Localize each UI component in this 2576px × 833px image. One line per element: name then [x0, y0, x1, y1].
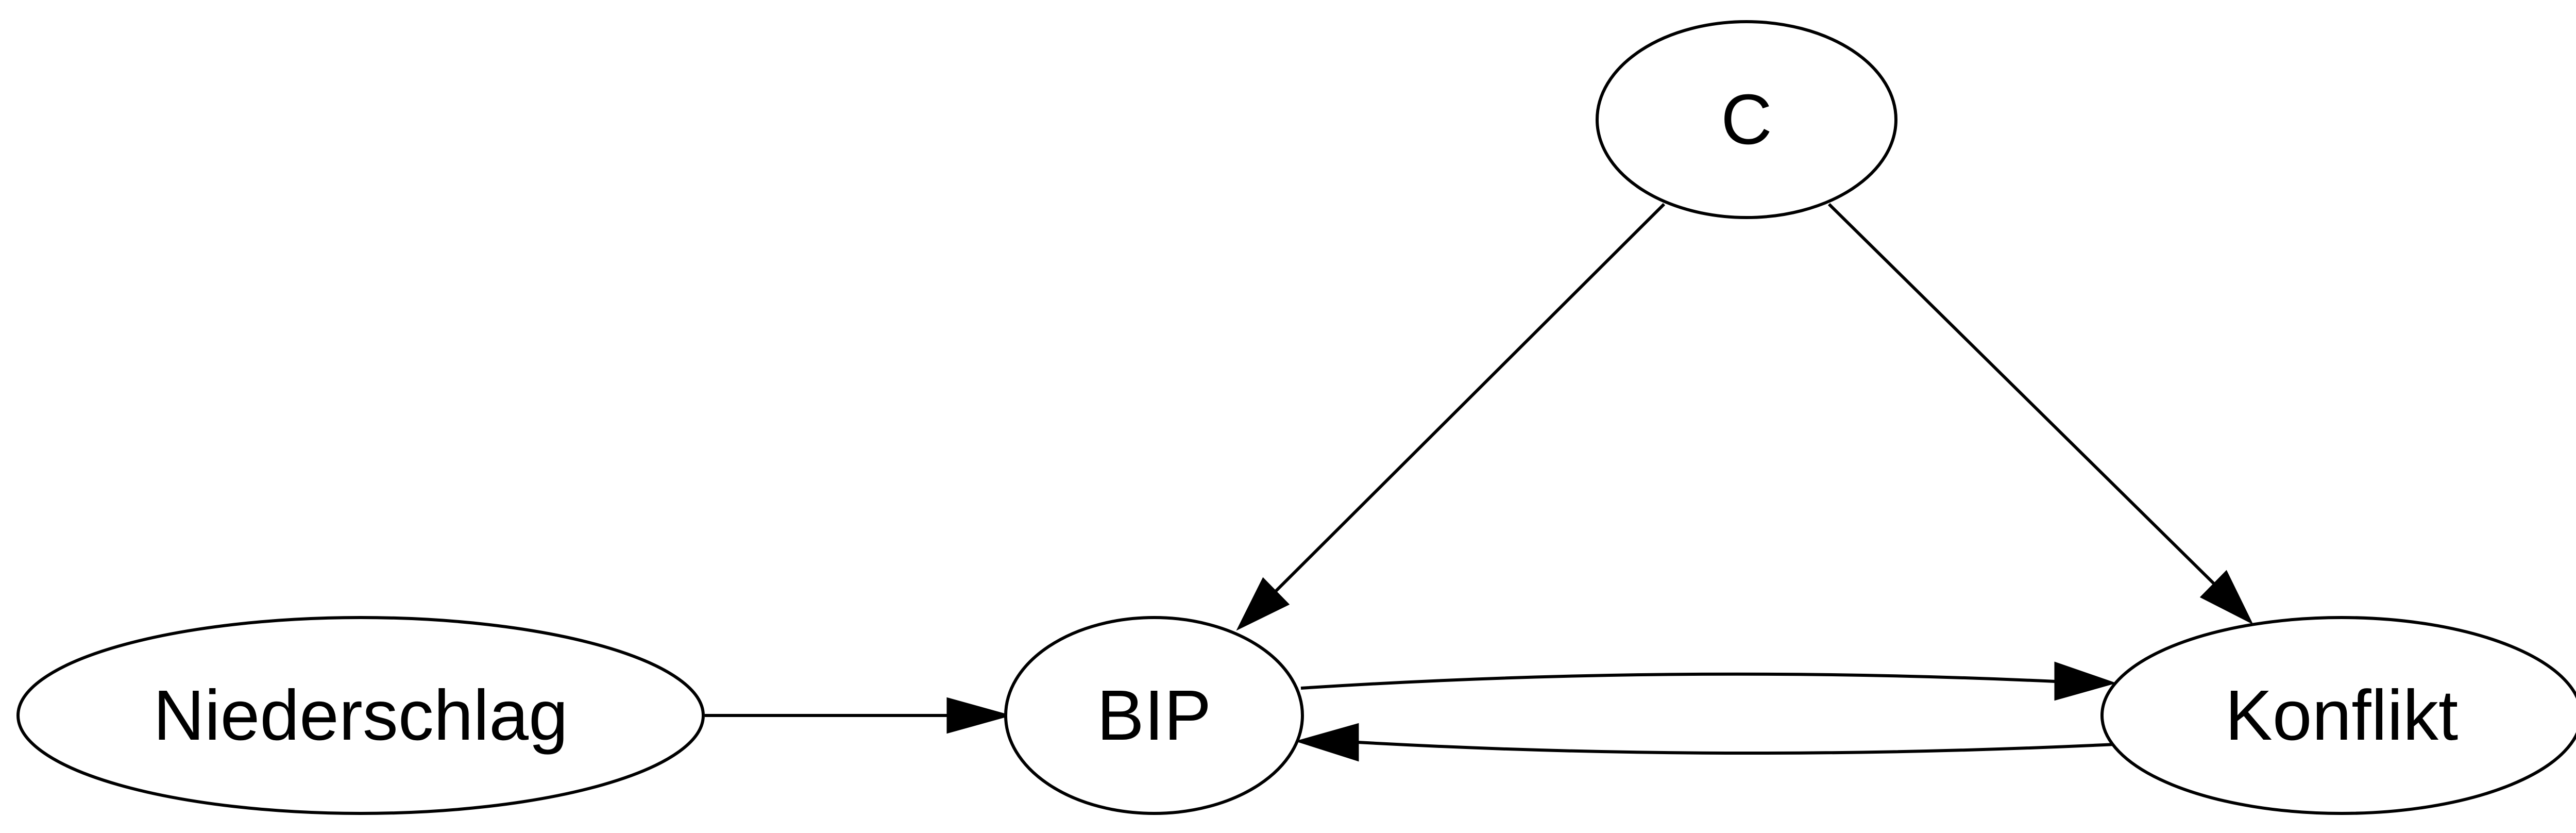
node-bip-label: BIP — [1097, 676, 1211, 755]
edge-konflikt-to-bip — [1295, 723, 2115, 762]
edge-niederschlag-to-bip — [705, 697, 1012, 734]
node-konflikt: Konflikt — [2100, 616, 2576, 815]
node-konflikt-label: Konflikt — [2225, 676, 2459, 755]
edge-bip-to-konflikt — [1300, 661, 2117, 701]
edge-c-to-konflikt — [1827, 203, 2253, 625]
node-bip: BIP — [1004, 616, 1304, 815]
node-c-label: C — [1721, 80, 1772, 159]
node-niederschlag: Niederschlag — [16, 616, 705, 815]
edge-c-to-bip — [1236, 203, 1666, 631]
node-niederschlag-label: Niederschlag — [153, 676, 568, 755]
node-c: C — [1596, 20, 1897, 219]
